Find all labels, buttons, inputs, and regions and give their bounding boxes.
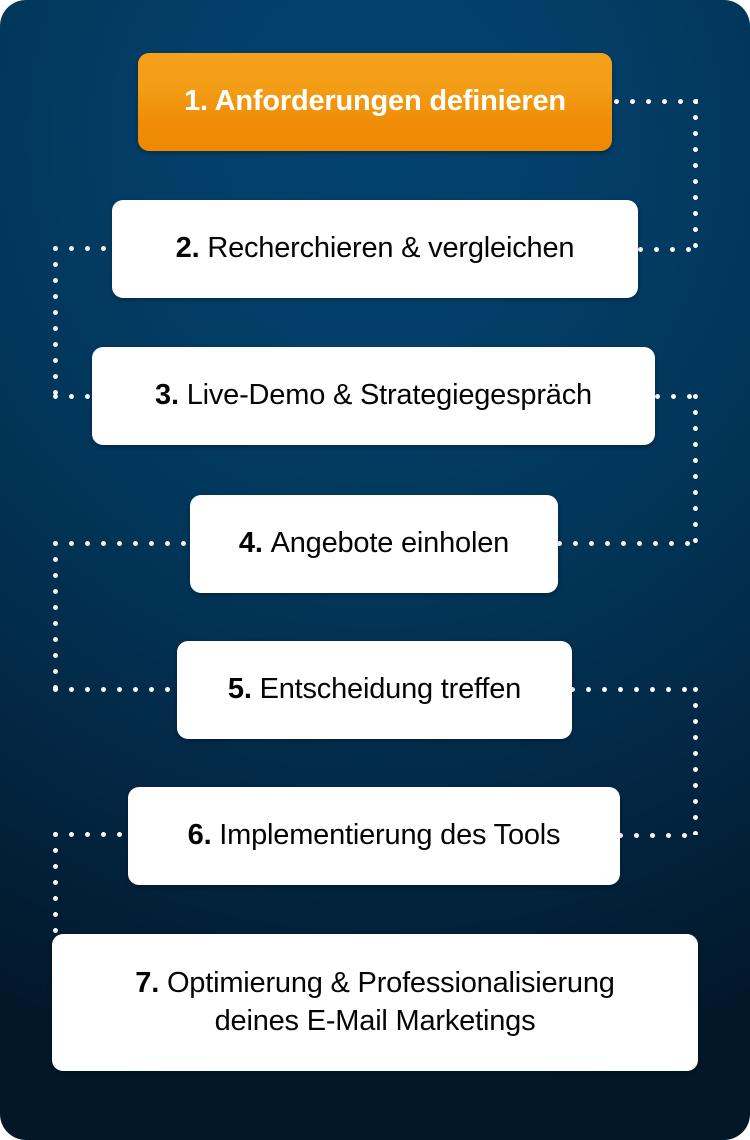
connector-4-5-horizontal-out [53,541,191,546]
connector-2-3-vertical [53,246,58,398]
connector-5-6-vertical [693,687,698,835]
step-7-label-line2: deines E-Mail Marketings [214,1004,536,1037]
connector-2-3-horizontal-out [53,246,113,251]
step-4-label: Angebote einholen [270,527,510,560]
step-7-number: 7. [135,967,167,1000]
step-1-number: 1. [184,85,215,118]
connector-1-2-vertical [693,99,698,251]
step-box-7[interactable]: 7. Optimierung & Professionalisierung de… [52,934,698,1071]
step-4-number: 4. [238,527,271,560]
step-5-number: 5. [227,673,260,706]
step-box-3[interactable]: 3. Live-Demo & Strategiegespräch [92,347,655,445]
step-6-label: Implementierung des Tools [219,819,561,852]
step-3-number: 3. [155,379,187,412]
connector-3-4-horizontal-in [557,541,698,546]
connector-2-3-horizontal-in [53,394,95,399]
step-box-5[interactable]: 5. Entscheidung treffen [177,641,572,739]
connector-5-6-horizontal-out [570,687,698,692]
connector-1-2-horizontal-in [638,247,698,252]
step-2-label: Recherchieren & vergleichen [207,232,575,265]
step-3-label: Live-Demo & Strategiegespräch [186,379,592,412]
step-box-1[interactable]: 1. Anforderungen definieren [138,53,612,151]
connector-6-7-vertical [53,832,58,940]
step-6-number: 6. [187,819,220,852]
step-2-number: 2. [175,232,208,265]
step-box-4[interactable]: 4. Angebote einholen [190,495,558,593]
connector-6-7-horizontal-out [53,832,131,837]
step-7-label: Optimierung & Professionalisierung [166,967,615,1000]
step-1-label: Anforderungen definieren [214,85,566,118]
connector-5-6-horizontal-in [618,833,698,838]
connector-4-5-vertical [53,541,58,689]
connector-3-4-vertical [693,394,698,546]
step-box-2[interactable]: 2. Recherchieren & vergleichen [112,200,638,298]
step-5-label: Entscheidung treffen [259,673,522,706]
connector-4-5-horizontal-in [53,687,179,692]
connector-3-4-horizontal-out [655,394,698,399]
connector-1-2-horizontal-out [614,99,698,104]
step-box-6[interactable]: 6. Implementierung des Tools [128,787,620,885]
